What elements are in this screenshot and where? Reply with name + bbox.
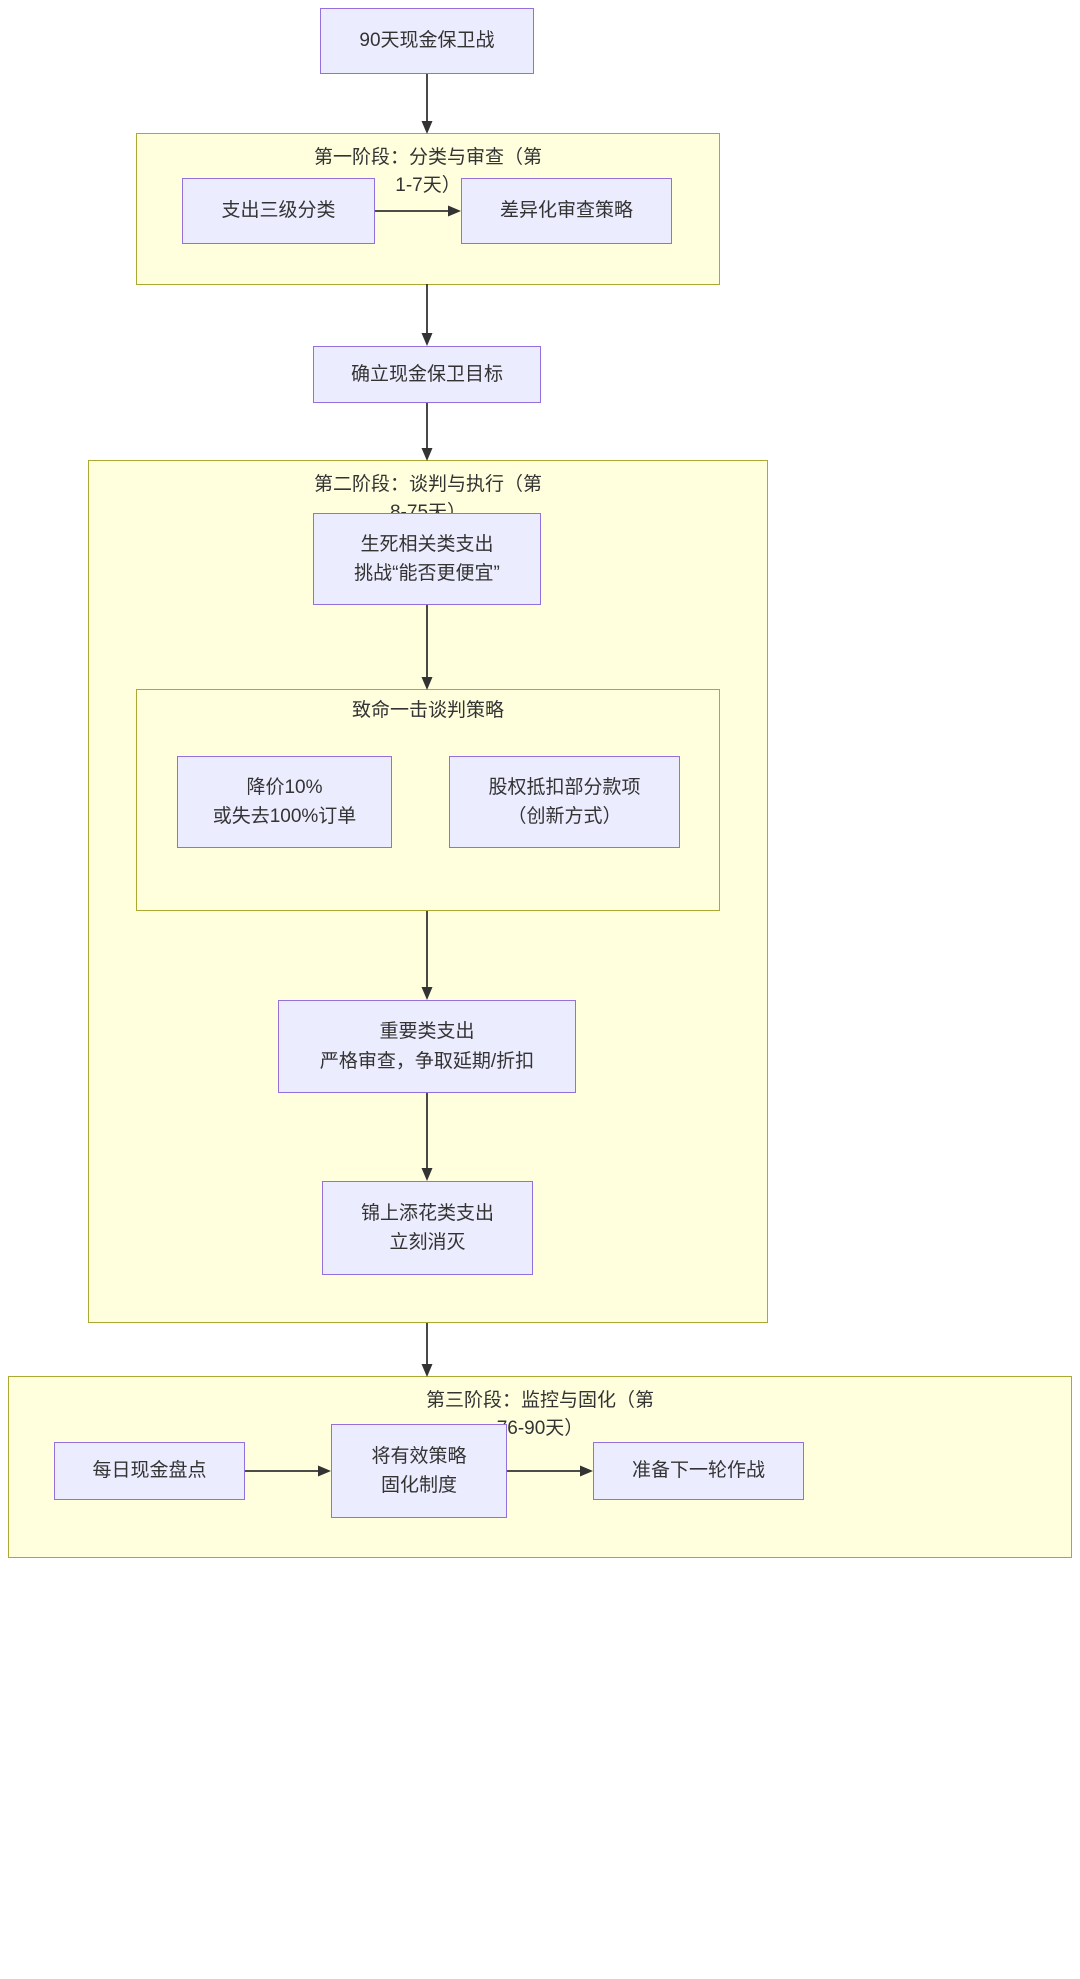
node-start[interactable]: 90天现金保卫战 [320, 8, 534, 74]
edge-goal-to-phase2 [421, 403, 433, 461]
node-set-cash-goal[interactable]: 确立现金保卫目标 [313, 346, 541, 403]
edge-phase1-to-goal [421, 284, 433, 346]
node-solidify-strategy[interactable]: 将有效策略 固化制度 [331, 1424, 507, 1518]
subgraph-negotiation-strategy-title: 致命一击谈判策略 [351, 700, 504, 721]
node-nice-to-have-expense[interactable]: 锦上添花类支出 立刻消灭 [322, 1181, 533, 1275]
node-important-expense[interactable]: 重要类支出 严格审查，争取延期/折扣 [278, 1000, 576, 1093]
node-life-death-expense[interactable]: 生死相关类支出 挑战“能否更便宜” [313, 513, 541, 605]
subgraph-phase-3-title: 第三阶段：监控与固化（第 76-90天） [425, 1390, 654, 1439]
node-daily-cash-count[interactable]: 每日现金盘点 [54, 1442, 245, 1500]
edge-start-to-phase1 [421, 74, 433, 134]
node-expense-classification[interactable]: 支出三级分类 [182, 178, 375, 244]
node-prepare-next-round[interactable]: 准备下一轮作战 [593, 1442, 804, 1500]
node-price-cut-or-lose-order[interactable]: 降价10% 或失去100%订单 [177, 756, 392, 848]
node-equity-offset-payment[interactable]: 股权抵扣部分款项 （创新方式） [449, 756, 680, 848]
node-differentiated-review-strategy[interactable]: 差异化审查策略 [461, 178, 672, 244]
edge-phase2-to-phase3 [421, 1323, 433, 1377]
